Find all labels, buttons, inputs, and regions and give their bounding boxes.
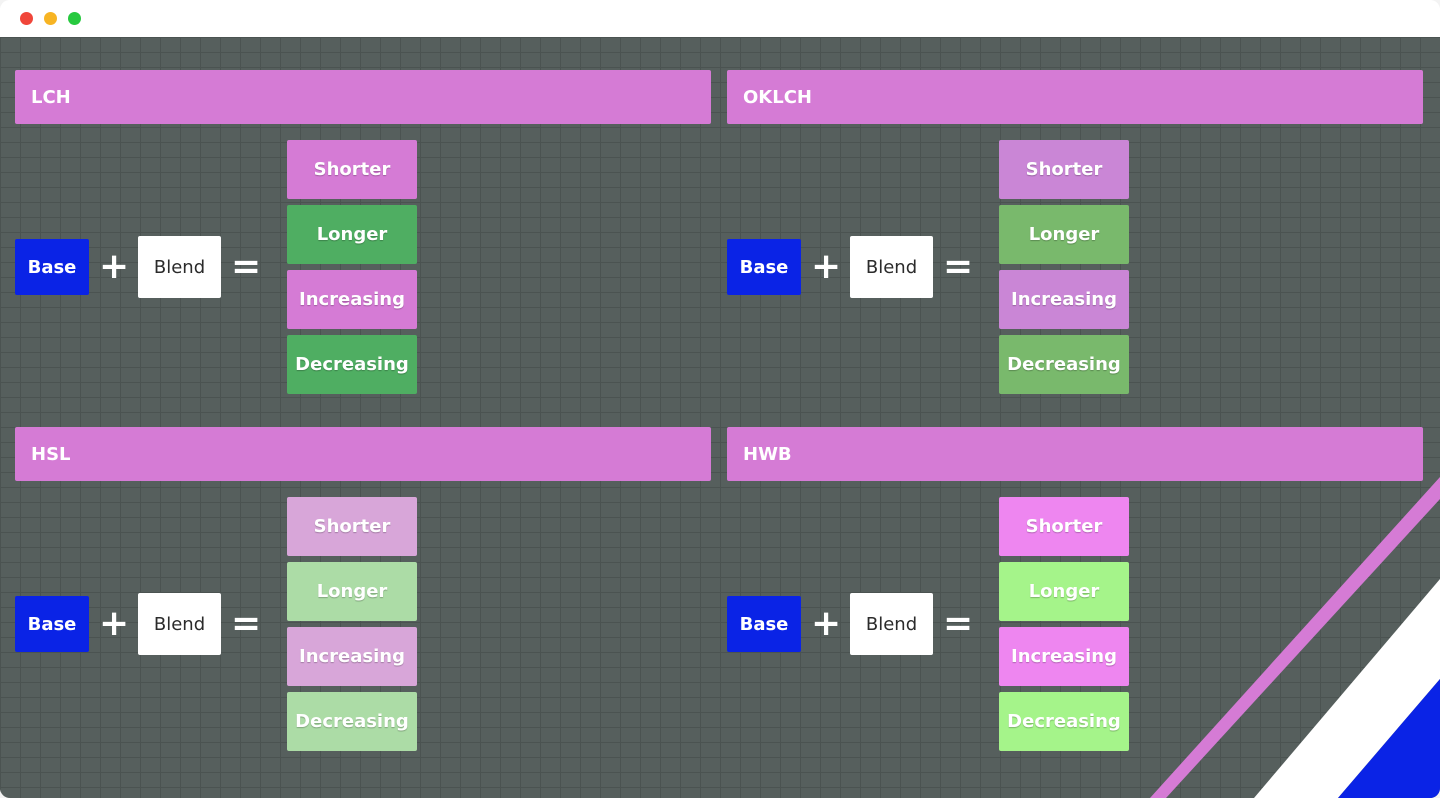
- window-titlebar: [0, 0, 1440, 37]
- base-color-swatch: Base: [727, 239, 801, 295]
- white-stripe: [1254, 579, 1440, 798]
- equals-operator: =: [943, 603, 974, 644]
- result-swatches: Shorter Longer Increasing Decreasing: [999, 497, 1129, 757]
- result-increasing: Increasing: [999, 627, 1129, 686]
- plus-operator: +: [811, 603, 842, 644]
- base-color-swatch: Base: [15, 239, 89, 295]
- result-longer: Longer: [999, 562, 1129, 621]
- brick-wall-canvas: LCH Base + Blend = Shorter Longer Increa…: [0, 37, 1440, 798]
- base-color-swatch: Base: [727, 596, 801, 652]
- blend-color-swatch: Blend: [138, 236, 221, 298]
- result-longer: Longer: [287, 562, 417, 621]
- result-decreasing: Decreasing: [287, 335, 417, 394]
- panel-title: HSL: [15, 427, 711, 481]
- result-increasing: Increasing: [999, 270, 1129, 329]
- panel-hwb: HWB Base + Blend = Shorter Longer Increa…: [727, 427, 1423, 767]
- equals-operator: =: [231, 603, 262, 644]
- blend-color-swatch: Blend: [850, 593, 933, 655]
- panel-lch: LCH Base + Blend = Shorter Longer Increa…: [15, 70, 711, 410]
- result-increasing: Increasing: [287, 627, 417, 686]
- result-decreasing: Decreasing: [999, 335, 1129, 394]
- plus-operator: +: [99, 246, 130, 287]
- plus-operator: +: [99, 603, 130, 644]
- panel-title: HWB: [727, 427, 1423, 481]
- panel-title: OKLCH: [727, 70, 1423, 124]
- equals-operator: =: [943, 246, 974, 287]
- result-swatches: Shorter Longer Increasing Decreasing: [999, 140, 1129, 400]
- result-shorter: Shorter: [999, 140, 1129, 199]
- blend-color-swatch: Blend: [138, 593, 221, 655]
- pink-stripe: [1150, 477, 1440, 798]
- result-longer: Longer: [287, 205, 417, 264]
- corner-stripes-decoration: [1150, 477, 1440, 798]
- panel-hsl: HSL Base + Blend = Shorter Longer Increa…: [15, 427, 711, 767]
- panel-oklch: OKLCH Base + Blend = Shorter Longer Incr…: [727, 70, 1423, 410]
- blend-color-swatch: Blend: [850, 236, 933, 298]
- result-increasing: Increasing: [287, 270, 417, 329]
- plus-operator: +: [811, 246, 842, 287]
- result-swatches: Shorter Longer Increasing Decreasing: [287, 497, 417, 757]
- panel-title: LCH: [15, 70, 711, 124]
- result-decreasing: Decreasing: [287, 692, 417, 751]
- result-swatches: Shorter Longer Increasing Decreasing: [287, 140, 417, 400]
- result-shorter: Shorter: [287, 497, 417, 556]
- minimize-window-button[interactable]: [44, 12, 57, 25]
- maximize-window-button[interactable]: [68, 12, 81, 25]
- result-decreasing: Decreasing: [999, 692, 1129, 751]
- close-window-button[interactable]: [20, 12, 33, 25]
- blue-stripe: [1338, 679, 1440, 798]
- result-longer: Longer: [999, 205, 1129, 264]
- result-shorter: Shorter: [999, 497, 1129, 556]
- base-color-swatch: Base: [15, 596, 89, 652]
- result-shorter: Shorter: [287, 140, 417, 199]
- equals-operator: =: [231, 246, 262, 287]
